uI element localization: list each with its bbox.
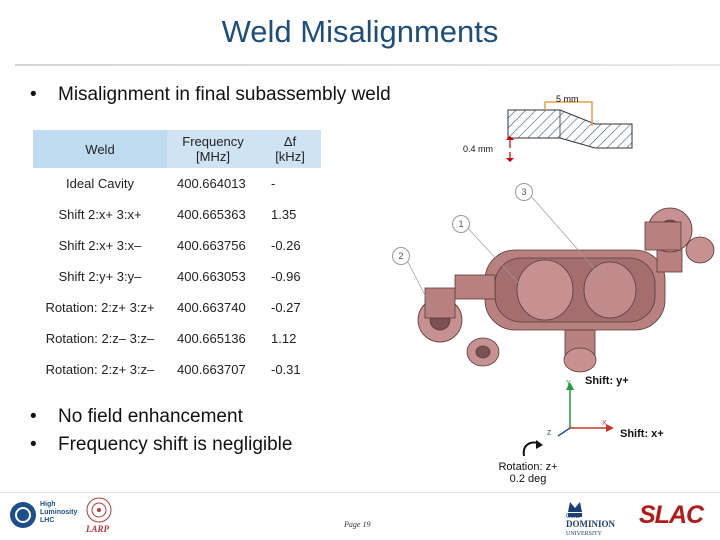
bullet-no-field: • No field enhancement: [30, 406, 243, 428]
cell-delta-f: 1.35: [271, 207, 297, 222]
weld-cross-section-diagram: [506, 101, 633, 162]
cavity-body: [417, 207, 715, 373]
cell-weld: Rotation: 2:z– 3:z–: [45, 331, 155, 346]
cell-frequency: 400.663756: [177, 238, 246, 253]
axis-y-label: Y: [566, 380, 571, 387]
dim-arrowhead-bottom: [506, 158, 514, 162]
callout-leader-1: [464, 224, 526, 291]
header-frequency: Frequency [MHz]: [167, 130, 259, 168]
cell-frequency: 400.665363: [177, 207, 246, 222]
bullet-frequency-shift: • Frequency shift is negligible: [30, 434, 292, 456]
axis-z-line: [557, 427, 571, 437]
callout-leader-2: [406, 259, 436, 316]
header-delta-f: Δf [kHz]: [259, 130, 321, 168]
axis-y-arrowhead: [566, 382, 574, 390]
header-delta-f-line2: [kHz]: [275, 149, 305, 164]
hl-lhc-line3: LHC: [40, 517, 55, 524]
cell-weld: Shift 2:x+ 3:x+: [58, 207, 142, 222]
header-frequency-line2: [MHz]: [196, 149, 230, 164]
odu-line1: OLD: [566, 512, 581, 520]
cell-delta-f: -: [271, 176, 276, 191]
hl-lhc-logo-icon: [10, 502, 36, 528]
footer-divider: [0, 492, 720, 493]
cell-frequency: 400.663053: [177, 269, 246, 284]
cell-weld: Shift 2:x+ 3:x–: [58, 238, 142, 253]
axis-triad: [557, 382, 614, 437]
page-number: Page 19: [344, 520, 371, 529]
larp-logo-icon: [86, 497, 112, 523]
odu-logo-text: OLD DOMINION UNIVERSITY: [566, 512, 615, 538]
table-row: Rotation: 2:z+ 3:z+ 400.663740 -0.27: [33, 292, 321, 323]
table-row: Shift 2:y+ 3:y– 400.663053 -0.96: [33, 261, 321, 292]
title-divider: [15, 64, 720, 66]
header-frequency-line1: Frequency: [182, 134, 244, 149]
bullet-misalignment: • Misalignment in final subassembly weld: [30, 84, 391, 106]
callout-1: 1: [452, 215, 470, 233]
hl-lhc-logo-text: High Luminosity LHC: [40, 501, 77, 525]
cell-frequency: 400.663740: [177, 300, 246, 315]
weld-table: Weld Frequency [MHz] Δf [kHz] Ideal Cavi…: [33, 130, 321, 385]
table-row: Rotation: 2:z+ 3:z– 400.663707 -0.31: [33, 354, 321, 385]
cell-frequency: 400.664013: [177, 176, 246, 191]
larp-logo-text: LARP: [86, 524, 110, 534]
rotation-label-line2: 0.2 deg: [509, 473, 547, 485]
cell-delta-f: 1.12: [271, 331, 297, 346]
weld-hatched-section: [507, 109, 633, 149]
bullet-text: Frequency shift is negligible: [58, 434, 293, 455]
rotation-arrow-icon: [522, 440, 543, 457]
weld-bracket-5mm: [544, 101, 593, 126]
table-row: Ideal Cavity 400.664013 -: [33, 168, 321, 199]
cavity-illustration: [406, 194, 715, 373]
cell-weld: Rotation: 2:z+ 3:z–: [45, 362, 155, 377]
bullet-text: No field enhancement: [58, 406, 243, 427]
bullet-marker: •: [30, 406, 37, 427]
cell-delta-f: -0.26: [271, 238, 301, 253]
hl-lhc-line1: High: [40, 501, 56, 508]
dim-arrowhead-top: [506, 136, 514, 140]
table-row: Shift 2:x+ 3:x– 400.663756 -0.26: [33, 230, 321, 261]
cell-weld: Rotation: 2:z+ 3:z+: [45, 300, 155, 315]
odu-crown-icon: [568, 502, 582, 517]
dimension-0-4mm: 0.4 mm: [463, 144, 494, 154]
cell-frequency: 400.665136: [177, 331, 246, 346]
shift-x-label: Shift: x+: [620, 428, 664, 440]
slide-title: Weld Misalignments: [221, 14, 499, 49]
callout-3: 3: [515, 183, 533, 201]
hl-lhc-line2: Luminosity: [40, 509, 78, 516]
axis-z-label: Z: [547, 430, 552, 437]
cell-frequency: 400.663707: [177, 362, 246, 377]
header-delta-f-line1: Δf: [283, 134, 297, 149]
bullet-marker: •: [30, 84, 37, 105]
axis-x-arrowhead: [606, 424, 614, 432]
table-row: Shift 2:x+ 3:x+ 400.665363 1.35: [33, 199, 321, 230]
callout-2: 2: [392, 247, 410, 265]
bullet-marker: •: [30, 434, 37, 455]
callout-leader-3: [529, 194, 601, 276]
cell-delta-f: -0.27: [271, 300, 301, 315]
table-header-row: Weld Frequency [MHz] Δf [kHz]: [33, 130, 321, 168]
shift-y-label: Shift: y+: [585, 375, 629, 387]
cell-weld: Shift 2:y+ 3:y–: [58, 269, 142, 284]
table-row: Rotation: 2:z– 3:z– 400.665136 1.12: [33, 323, 321, 354]
cell-delta-f: -0.31: [271, 362, 301, 377]
header-weld: Weld: [33, 130, 167, 168]
odu-line2: DOMINION: [566, 519, 615, 529]
axis-x-label: X: [602, 420, 607, 427]
dimension-5mm: 5 mm: [556, 94, 579, 104]
rotation-label: Rotation: z+ 0.2 deg: [488, 461, 568, 485]
bullet-text: Misalignment in final subassembly weld: [58, 84, 391, 105]
cell-weld: Ideal Cavity: [66, 176, 134, 191]
odu-line3: UNIVERSITY: [566, 531, 602, 537]
rotation-label-line1: Rotation: z+: [498, 461, 558, 473]
slac-logo: SLAC: [639, 501, 704, 529]
cell-delta-f: -0.96: [271, 269, 301, 284]
